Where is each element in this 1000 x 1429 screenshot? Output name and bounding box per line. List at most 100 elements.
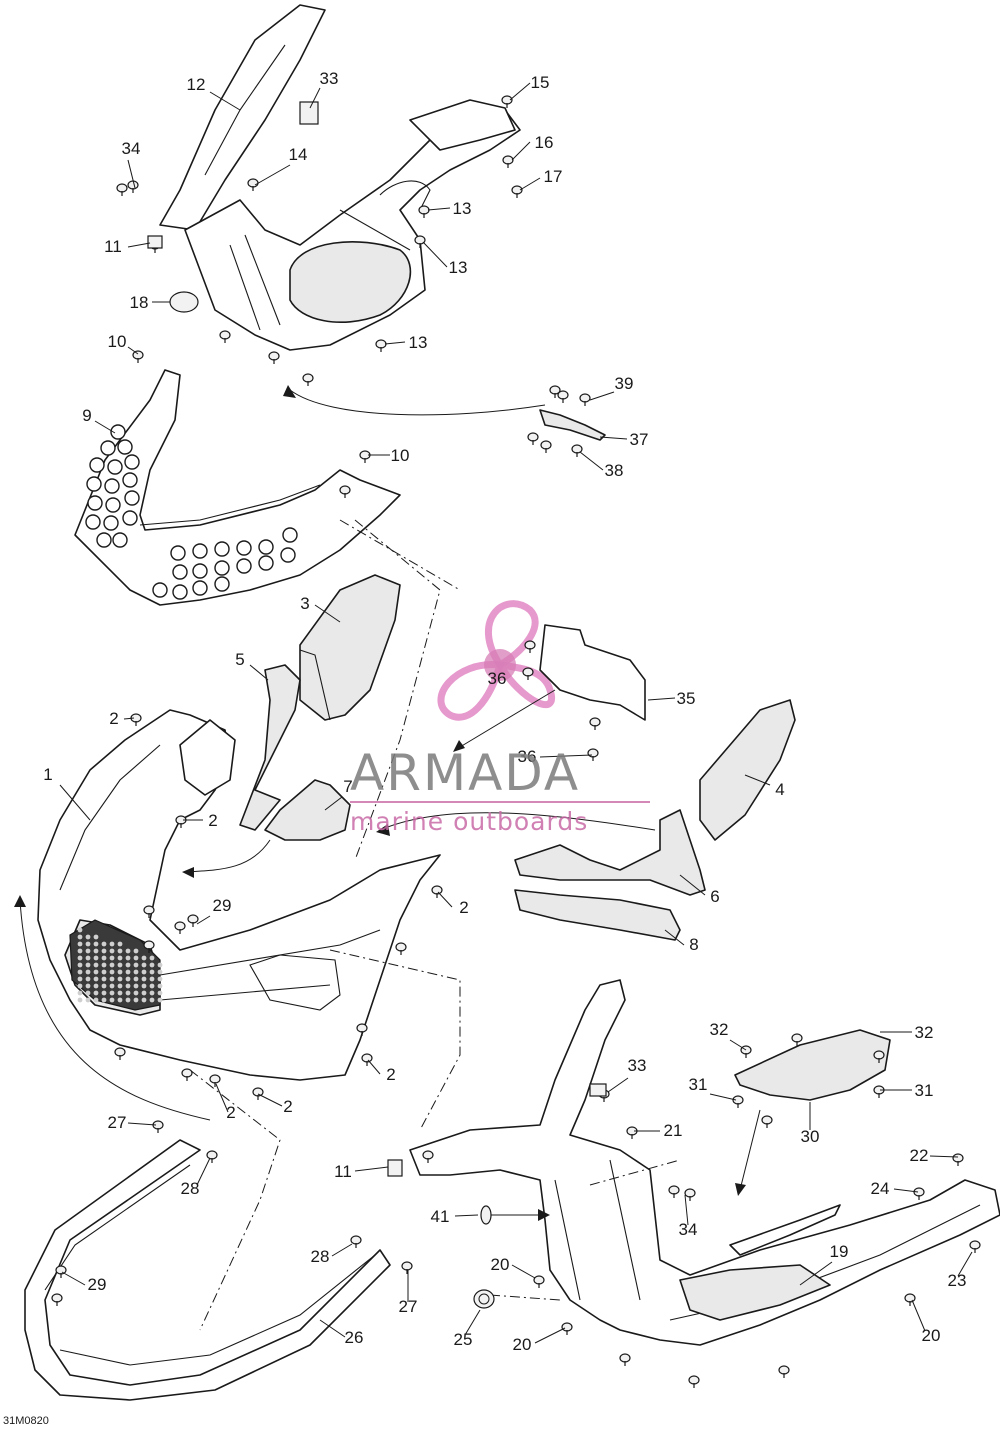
vent-hole	[104, 478, 120, 494]
part-6-pad	[514, 809, 706, 896]
callout-leader	[215, 1083, 229, 1113]
bolt-icon	[778, 1365, 790, 1378]
vent-hole	[112, 532, 128, 548]
callout-2: 2	[208, 811, 217, 830]
bolt-icon	[401, 1261, 413, 1274]
callout-23: 23	[948, 1271, 967, 1290]
callout-29: 29	[213, 896, 232, 915]
callout-2: 2	[226, 1103, 235, 1122]
bolt-icon	[522, 667, 534, 680]
vent-hole	[124, 454, 140, 470]
vent-hole	[192, 543, 208, 559]
part-30-plate	[734, 1029, 891, 1101]
callout-leader	[664, 929, 685, 946]
callout-29: 29	[88, 1275, 107, 1294]
bolt-icon	[152, 1120, 164, 1133]
callout-leader	[709, 1093, 737, 1101]
callout-36: 36	[518, 747, 537, 766]
vent-hole	[117, 439, 133, 455]
bolt-icon	[206, 1150, 218, 1163]
vent-hole	[236, 540, 252, 556]
callout-33: 33	[320, 69, 339, 88]
bolt-icon	[619, 1353, 631, 1366]
vent-hole	[282, 527, 298, 543]
callout-8: 8	[689, 935, 698, 954]
callout-6: 6	[710, 887, 719, 906]
part-35-bracket	[539, 624, 646, 721]
callout-24: 24	[871, 1179, 890, 1198]
bolt-icon	[761, 1115, 773, 1128]
vent-hole	[192, 580, 208, 596]
callout-17: 17	[544, 167, 563, 186]
callout-37: 37	[630, 430, 649, 449]
callout-leader	[647, 697, 676, 701]
bolt-icon	[414, 235, 426, 248]
callout-leaders	[59, 82, 973, 1344]
callout-5: 5	[235, 650, 244, 669]
part-9-hood-panel	[74, 369, 401, 606]
vent-hole	[214, 576, 230, 592]
part-26-bumper	[24, 1139, 391, 1401]
callout-27: 27	[399, 1297, 418, 1316]
callout-leader	[209, 91, 241, 111]
callout-38: 38	[605, 461, 624, 480]
vent-hole	[170, 545, 186, 561]
callout-19: 19	[830, 1242, 849, 1261]
callout-leader	[744, 774, 771, 786]
bolt-icon	[116, 183, 128, 196]
bolt-icon	[873, 1050, 885, 1063]
callout-36: 36	[488, 669, 507, 688]
callout-20: 20	[491, 1255, 510, 1274]
bolt-icon	[524, 640, 536, 653]
vent-hole	[87, 495, 103, 511]
callout-leader	[509, 82, 531, 101]
part-8-pad	[514, 889, 681, 941]
callout-26: 26	[345, 1328, 364, 1347]
callout-14: 14	[289, 145, 308, 164]
callout-13: 13	[453, 199, 472, 218]
hood-vent-holes	[85, 424, 298, 600]
watermark-brand: ARMADA	[350, 744, 580, 802]
vent-hole	[110, 424, 126, 440]
bolt-icon	[511, 185, 523, 198]
callout-20: 20	[513, 1335, 532, 1354]
clip-icon	[169, 291, 199, 313]
callout-32: 32	[710, 1020, 729, 1039]
callout-2: 2	[459, 898, 468, 917]
bolt-icon	[561, 1322, 573, 1335]
bolt-icon	[579, 393, 591, 406]
part-4-side-pad	[699, 699, 796, 841]
callout-21: 21	[664, 1121, 683, 1140]
callout-leader	[127, 242, 151, 248]
vent-hole	[258, 555, 274, 571]
watermark-logo	[437, 600, 556, 721]
part-37-bracket	[539, 409, 606, 441]
callout-28: 28	[181, 1179, 200, 1198]
arrow-icon	[14, 385, 761, 1221]
callout-leader	[94, 420, 116, 434]
bolt-icon	[791, 1033, 803, 1046]
vent-hole	[258, 539, 274, 555]
callout-leader	[929, 1155, 959, 1158]
callout-1: 1	[43, 765, 52, 784]
bolt-icon	[540, 440, 552, 453]
callout-leader	[799, 1261, 833, 1286]
bolt-icon	[422, 1150, 434, 1163]
callout-13: 13	[449, 258, 468, 277]
callout-leader	[367, 1059, 381, 1075]
bolt-icon	[626, 1126, 638, 1139]
callout-11: 11	[104, 237, 122, 256]
bolt-icon	[181, 1068, 193, 1081]
bolt-icon	[418, 205, 430, 218]
callout-34: 34	[679, 1220, 698, 1239]
bolt-icon	[589, 717, 601, 730]
bolt-icon	[668, 1185, 680, 1198]
callout-leader	[331, 1243, 353, 1257]
bolt-icon	[571, 444, 583, 457]
bolt-icon	[533, 1275, 545, 1288]
callout-9: 9	[82, 406, 91, 425]
callout-12: 12	[187, 75, 206, 94]
bolt-icon	[209, 1074, 221, 1087]
